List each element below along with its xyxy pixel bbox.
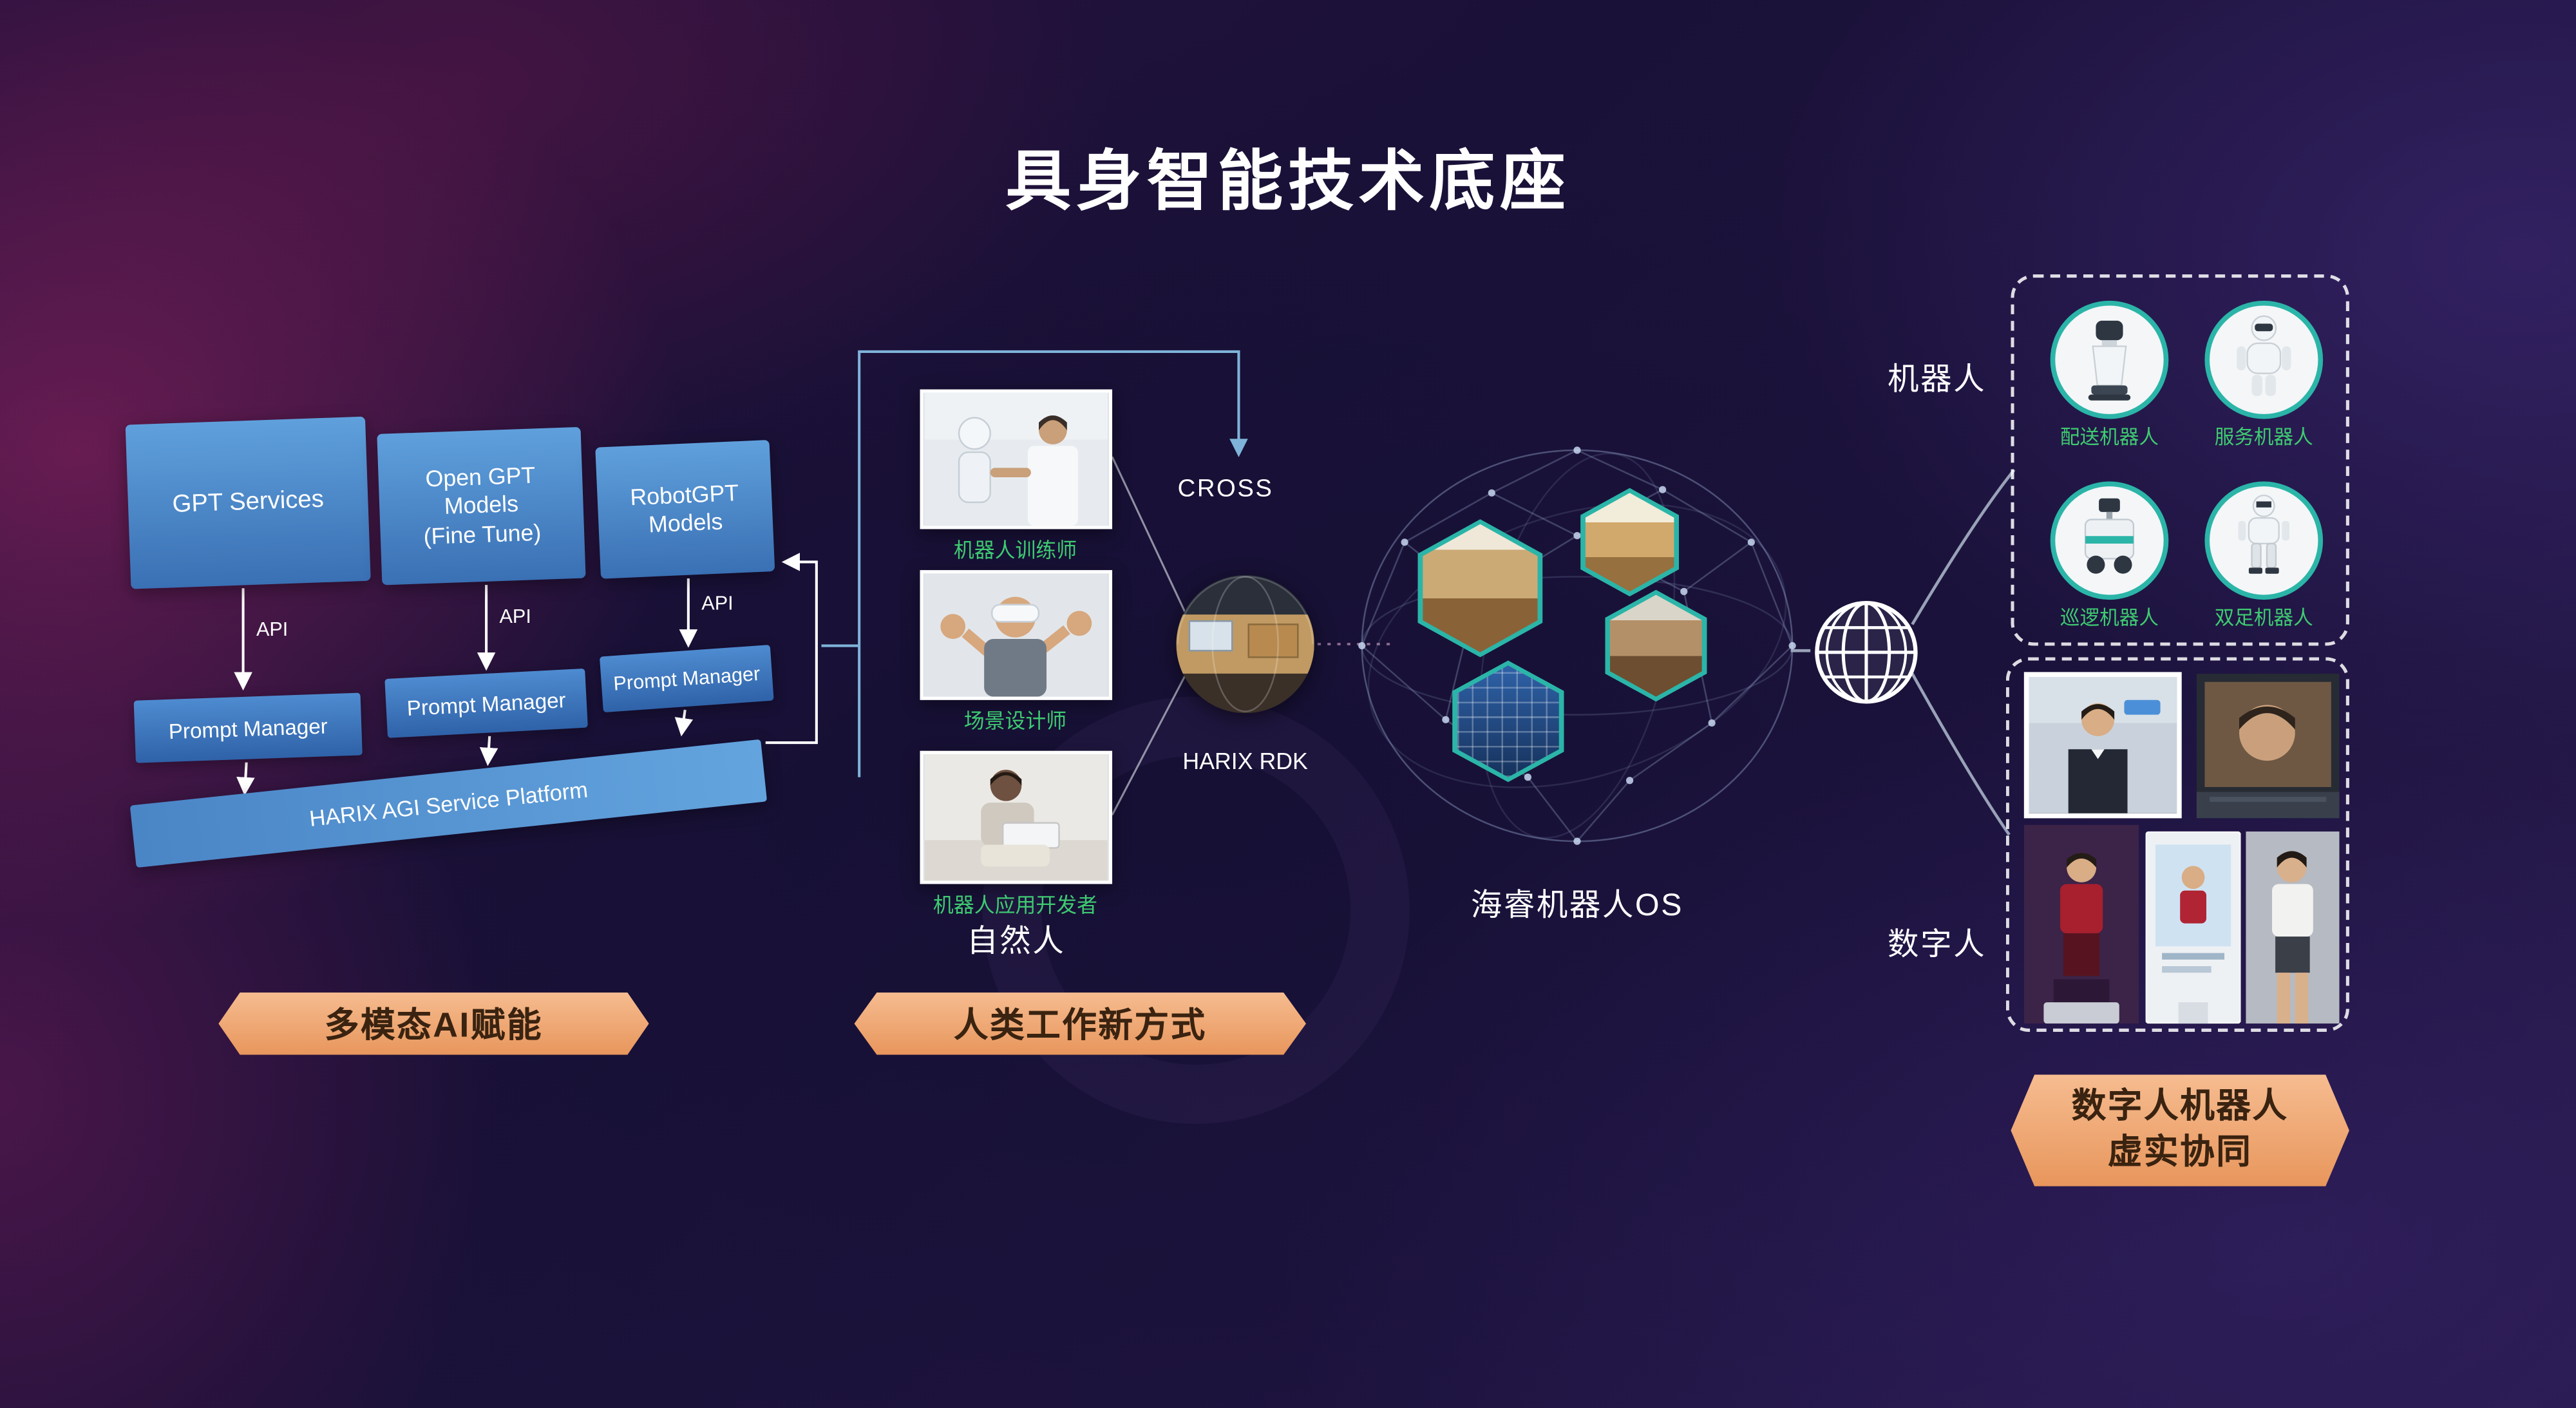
patrol-robot-image (2050, 481, 2169, 600)
gpt-services-label: GPT Services (171, 484, 325, 518)
biped-robot-image (2204, 481, 2324, 600)
robot-trainer-photo (920, 389, 1113, 529)
photo-caption-scene-designer: 场景设计师 (963, 710, 1067, 733)
digital-human-child-image (2246, 831, 2340, 1024)
scene-hexagon-3 (1605, 589, 1707, 702)
prompt-manager-box-1: Prompt Manager (133, 692, 363, 763)
robot-group-box: 配送机器人 服务机器人 (2011, 274, 2349, 646)
robot-trainer-illustration (924, 392, 1108, 526)
robotgpt-models-box: RobotGPT Models (595, 439, 775, 579)
robot-caption-biped: 双足机器人 (2214, 606, 2313, 630)
prompt-manager-box-2: Prompt Manager (384, 668, 588, 738)
digital-human-kiosk-illustration (2145, 831, 2241, 1024)
robotgpt-models-label: RobotGPT Models (629, 478, 739, 538)
robot-group-label: 机器人 (1888, 363, 1987, 398)
scene-hexagon-1 (1417, 519, 1543, 658)
multimodal-ai-banner: 多模态AI赋能 (218, 992, 649, 1055)
scene-hexagon-3-image (1609, 595, 1702, 697)
digital-human-hostess-illustration (2023, 824, 2139, 1024)
scene-hexagon-1-image (1423, 524, 1538, 652)
cross-label: CROSS (1177, 475, 1274, 503)
digital-human-group-label: 数字人 (1888, 928, 1987, 963)
gpt-services-box: GPT Services (125, 416, 371, 589)
prompt-manager-box-3: Prompt Manager (599, 645, 774, 713)
harix-rdk-globe-image (1176, 575, 1314, 714)
scene-designer-illustration (925, 573, 1108, 697)
virtual-real-coop-banner-text: 数字人机器人 虚实协同 (2071, 1087, 2289, 1172)
biped-robot-illustration (2238, 494, 2290, 574)
digital-human-screen-image (2023, 672, 2182, 819)
harix-rdk-label: HARIX RDK (1182, 747, 1308, 774)
digital-human-hostess-image (2023, 824, 2139, 1024)
api-label-2: API (499, 604, 531, 628)
natural-person-label: 自然人 (967, 925, 1066, 960)
app-developer-illustration (924, 754, 1108, 881)
scene-hexagon-blueprint-image (1457, 665, 1559, 777)
digital-human-screen-illustration (2029, 677, 2177, 813)
api-label-3: API (701, 591, 734, 615)
open-gpt-models-box: Open GPT Models (Fine Tune) (377, 426, 586, 585)
digital-human-group-box (2005, 657, 2349, 1032)
photo-caption-robot-trainer: 机器人训练师 (953, 538, 1077, 562)
virtual-real-coop-banner: 数字人机器人 虚实协同 (2011, 1074, 2349, 1186)
service-robot-image (2204, 300, 2324, 419)
page-title: 具身智能技术底座 (1005, 146, 1571, 219)
scene-hexagon-2-image (1585, 493, 1674, 592)
robot-caption-service: 服务机器人 (2214, 425, 2313, 449)
scene-designer-photo (920, 570, 1113, 700)
open-gpt-models-label: Open GPT Models (Fine Tune) (422, 461, 542, 549)
network-sphere (1358, 446, 1796, 845)
robot-caption-patrol: 巡逻机器人 (2060, 606, 2159, 630)
rdk-globe-illustration (1176, 575, 1314, 714)
digital-human-child-illustration (2246, 831, 2340, 1024)
harix-os-label: 海睿机器人OS (1470, 889, 1684, 924)
digital-human-laptop-image (2196, 673, 2340, 819)
delivery-robot-illustration (2088, 320, 2131, 401)
app-developer-photo (920, 750, 1113, 884)
digital-human-kiosk-image (2145, 831, 2241, 1024)
human-work-banner: 人类工作新方式 (854, 992, 1307, 1055)
digital-human-laptop-illustration (2196, 673, 2340, 819)
robot-caption-delivery: 配送机器人 (2060, 425, 2159, 449)
api-label-1: API (256, 618, 289, 641)
photo-caption-app-developer: 机器人应用开发者 (933, 893, 1098, 917)
delivery-robot-image (2050, 300, 2169, 419)
patrol-robot-illustration (2084, 498, 2135, 574)
service-robot-illustration (2237, 315, 2291, 396)
globe-icon (1815, 601, 1918, 704)
